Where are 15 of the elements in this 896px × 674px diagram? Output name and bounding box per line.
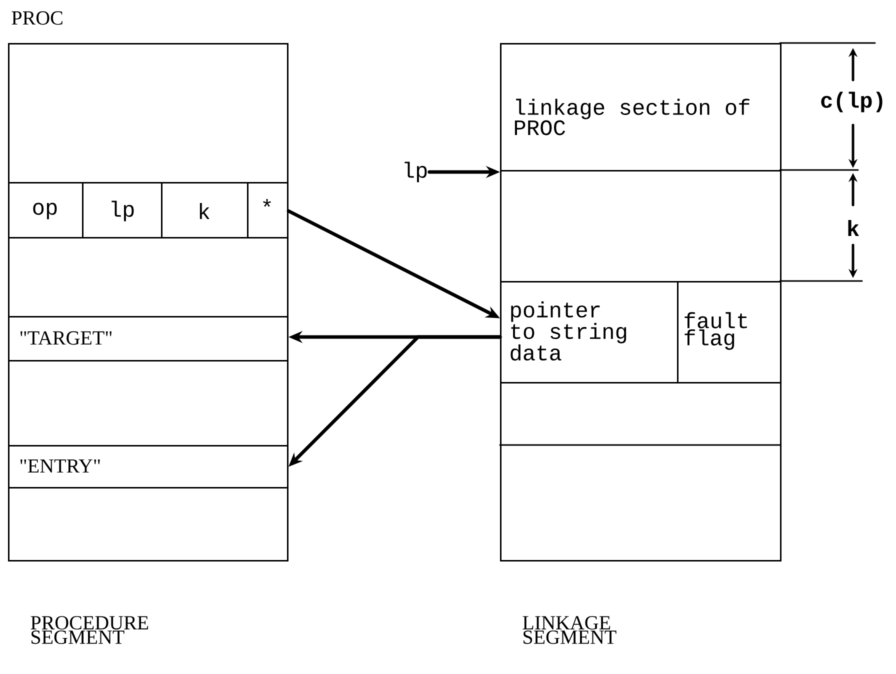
node-label: PROC: [12, 11, 62, 25]
memory-cell: lp: [82, 182, 162, 238]
memory-cell: fault flag: [677, 281, 782, 384]
pointer-label: lp: [404, 162, 427, 182]
memory-cell: k: [161, 182, 248, 238]
memory-cell: "TARGET": [8, 316, 288, 362]
memory-cell: pointer to string data: [500, 281, 678, 384]
dimension-label: c(lp): [819, 90, 888, 114]
memory-cell: op: [8, 182, 84, 238]
node-label: PROCEDURE SEGMENT: [30, 616, 148, 644]
memory-cell: *: [247, 182, 288, 238]
memory-cell: "ENTRY": [8, 445, 288, 488]
dimension-label: k: [845, 219, 861, 237]
memory-cell: linkage section of PROC: [500, 43, 782, 172]
node-label: LINKAGE SEGMENT: [522, 616, 616, 644]
